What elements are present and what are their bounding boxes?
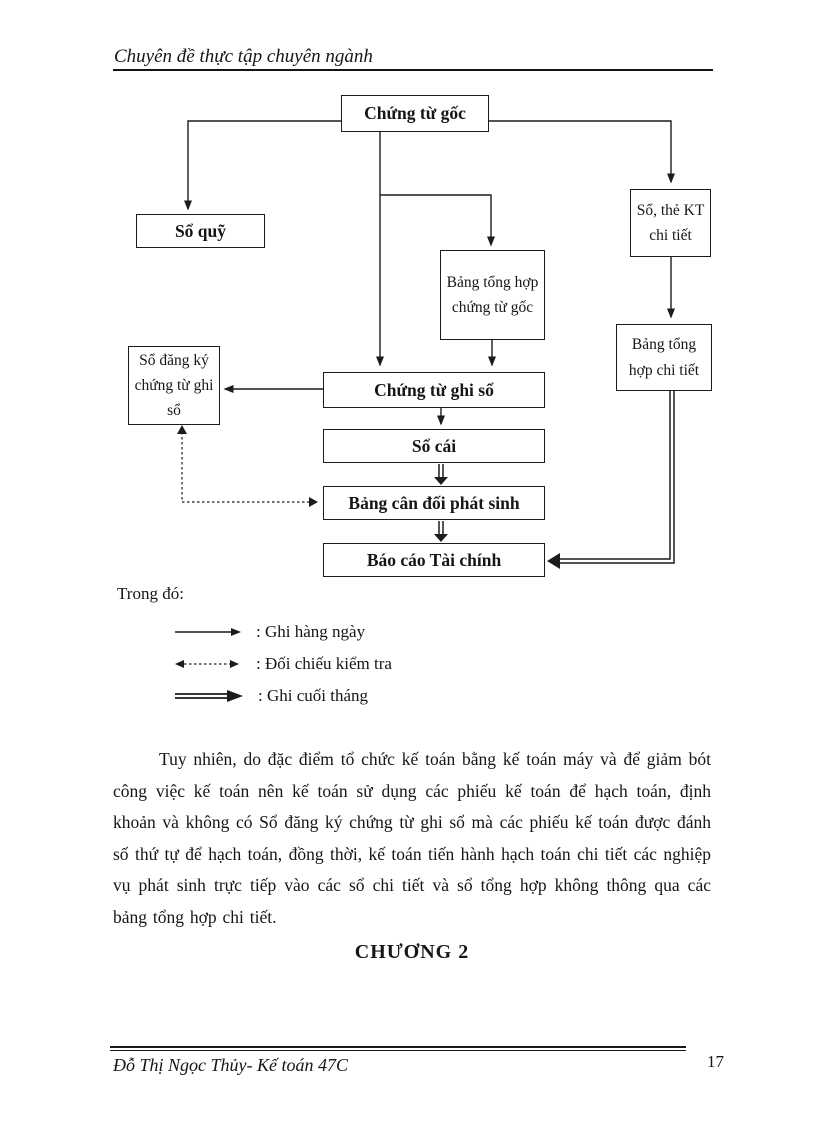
flowchart-box-bang-tong-hop-chi-tiet: Bảng tổng hợp chi tiết bbox=[616, 324, 712, 391]
legend-label: : Ghi hàng ngày bbox=[256, 622, 366, 641]
flowchart-box-chung-tu-ghi-so: Chứng từ ghi sổ bbox=[323, 372, 545, 408]
chapter-heading: CHƯƠNG 2 bbox=[354, 941, 470, 963]
footer-rule bbox=[110, 1046, 686, 1051]
header-title: Chuyên đề thực tập chuyên ngành bbox=[114, 46, 373, 67]
page-number: 17 bbox=[707, 1052, 724, 1071]
flowchart-box-so-quy: Sổ quỹ bbox=[136, 214, 265, 248]
footer-author: Đỗ Thị Ngọc Thủy- Kế toán 47C bbox=[113, 1055, 349, 1075]
arrow-goc-to-so-the-kt bbox=[489, 120, 675, 184]
double-arrow-bang-tong-hop-ct-to-bao-cao bbox=[547, 391, 675, 569]
legend-item-daily: : Ghi hàng ngày bbox=[175, 622, 365, 642]
dotted-double-arrow-icon bbox=[175, 660, 239, 668]
body-paragraph: Tuy nhiên, do đặc điểm tổ chức kế toán b… bbox=[113, 749, 711, 927]
flowchart-box-bang-tong-hop-chung-tu-goc: Bảng tổng hợp chứng từ gốc bbox=[440, 250, 545, 340]
double-arrow-so-cai-to-bang-can-doi bbox=[434, 464, 448, 485]
dotted-arrow-bang-can-doi-to-so-dang-ky bbox=[177, 425, 318, 507]
flowchart-box-chung-tu-goc: Chứng từ gốc bbox=[341, 95, 489, 132]
solid-arrow-icon bbox=[175, 628, 241, 636]
flowchart-box-bang-can-doi-phat-sinh: Bảng cân đối phát sinh bbox=[323, 486, 545, 520]
legend-item-monthly: : Ghi cuối tháng bbox=[175, 686, 368, 706]
flowchart-box-so-the-kt-chi-tiet: Sổ, thẻ KT chi tiết bbox=[630, 189, 711, 257]
legend-title: Trong đó: bbox=[117, 584, 184, 603]
legend-label: : Đối chiếu kiểm tra bbox=[256, 654, 392, 673]
flowchart-box-bao-cao-tai-chinh: Báo cáo Tài chính bbox=[323, 543, 545, 577]
flowchart-box-so-dang-ky-chung-tu-ghi-so: Sổ đăng ký chứng từ ghi sổ bbox=[128, 346, 220, 425]
double-line-arrow-icon bbox=[175, 690, 243, 702]
legend-label: : Ghi cuối tháng bbox=[258, 686, 369, 705]
flowchart-box-so-cai: Sổ cái bbox=[323, 429, 545, 463]
header-rule bbox=[113, 69, 713, 71]
double-arrow-bang-can-doi-to-bao-cao bbox=[434, 521, 448, 542]
arrow-goc-to-bang-tong-hop-ctg bbox=[380, 194, 495, 247]
legend-item-check: : Đối chiếu kiểm tra bbox=[175, 654, 392, 674]
arrow-goc-to-so-quy bbox=[184, 120, 341, 211]
